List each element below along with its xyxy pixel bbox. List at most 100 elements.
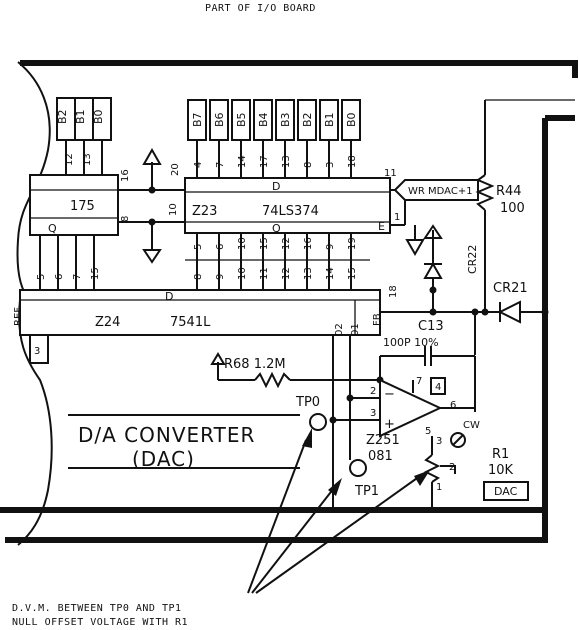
z23-bottom-pin: 19 (347, 237, 358, 250)
c13-label: C13 (418, 319, 444, 334)
opamp-ref: Z251 (366, 433, 400, 448)
chip-z24: D Z24 7541L FB REF 18 02 01 3 (13, 285, 399, 364)
z24-top-pin: 12 (281, 267, 292, 280)
z23-top-pin: 7 (215, 162, 226, 168)
z23-top-pin: 8 (303, 162, 314, 168)
z23-input-label: B0 (345, 112, 358, 127)
test-point-tp1[interactable]: TP1 (349, 459, 379, 499)
adjust-screw-icon (450, 432, 466, 448)
chip-175-label: 175 (70, 199, 95, 214)
cr22-label: CR22 (466, 245, 479, 274)
chip-175-in-0: B2 (56, 109, 69, 124)
z24-top-pin: 8 (193, 274, 204, 280)
z23-pin-20: 20 (170, 163, 181, 176)
opamp-minus: − (384, 387, 395, 402)
note-line-1: D.V.M. BETWEEN TP0 AND TP1 (12, 603, 182, 614)
z23-input-label: B5 (235, 112, 248, 127)
chip-175-pin-15: 15 (90, 267, 101, 280)
pot-pin-3: 3 (436, 436, 442, 447)
chip-175: 175 Q B2 B1 B0 12 13 5 6 7 15 16 8 (29, 97, 131, 290)
chip-175-in-1: B1 (74, 109, 87, 124)
z23-q-label: Q (272, 222, 281, 235)
opamp-pin-7: 7 (416, 376, 422, 387)
z23-input-label: B3 (279, 112, 292, 127)
resistor-r68: R68 1.2M (210, 352, 384, 389)
vcc-arrow-icon (142, 147, 162, 190)
pot-pin-1: 1 (436, 482, 442, 493)
z23-top-pin: 3 (325, 162, 336, 168)
ground-arrow-icon (405, 225, 425, 257)
converter-title: D/A CONVERTER (DAC) (68, 414, 300, 471)
r68-label: R68 1.2M (224, 357, 286, 372)
dac-tag: DAC (494, 485, 518, 498)
z24-out-02: 02 (334, 323, 345, 336)
pot-pin-2: 2 (449, 462, 455, 473)
opamp-pin-6: 6 (450, 400, 456, 411)
opamp-pin-5: 5 (425, 426, 431, 437)
chip-175-pin-16: 16 (120, 169, 131, 182)
title-line1: D/A CONVERTER (78, 423, 255, 447)
z24-top-pin: 11 (259, 267, 270, 280)
r1-value: 10K (488, 463, 514, 478)
z23-top-pin: 17 (259, 155, 270, 168)
z24-pin-18: 18 (388, 285, 399, 298)
wr-mdac-tag: WR MDAC+1 11 1 (384, 168, 479, 226)
note-line-2: NULL OFFSET VOLTAGE WITH R1 (12, 617, 188, 628)
z24-d-label: D (165, 290, 173, 303)
z24-pin-3: 3 (34, 346, 40, 357)
z23-input-label: B4 (257, 112, 270, 127)
z23-top-pin: 4 (193, 162, 204, 168)
chip-175-q: Q (48, 222, 57, 235)
z23-top-pin: 18 (347, 155, 358, 168)
ground-arrow-icon (142, 222, 162, 264)
z24-top-pin: 15 (347, 267, 358, 280)
test-point-tp0[interactable]: TP0 (295, 395, 327, 431)
z23-input-label: B1 (323, 112, 336, 127)
board-header: PART OF I/O BOARD (205, 3, 316, 14)
z24-fb-label: FB (372, 313, 383, 326)
opamp-pin-4: 4 (435, 382, 441, 393)
z23-input-label: B7 (191, 112, 204, 127)
z23-pin-1: 1 (394, 212, 400, 223)
z23-input-label: B2 (301, 112, 314, 127)
z24-ref-label: REF (13, 307, 24, 326)
resistor-r44: R44 100 (475, 100, 525, 290)
c13-value: 100P 10% (383, 336, 439, 349)
z24-out-01: 01 (350, 323, 361, 336)
r44-label: R44 (496, 184, 522, 199)
diode-cr21: CR21 (485, 281, 549, 324)
chip-175-pin-6: 6 (54, 274, 65, 280)
z23-e-label: E (378, 220, 385, 233)
z23-pin-11: 11 (384, 168, 397, 179)
chip-175-pin-8: 8 (120, 216, 131, 222)
z23-bottom-pin: 9 (325, 244, 336, 250)
z23-pin-10: 10 (168, 203, 179, 216)
z24-top-pin: 9 (215, 274, 226, 280)
r1-label: R1 (492, 447, 509, 462)
potentiometer-r1: 3 2 1 CW R1 10K DAC (423, 420, 529, 510)
z23-bottom-pin: 16 (303, 237, 314, 250)
wr-mdac-label: WR MDAC+1 (408, 186, 473, 197)
z23-ref: Z23 (192, 204, 217, 219)
z23-d-label: D (272, 180, 280, 193)
z23-bottom-pin: 12 (281, 237, 292, 250)
capacitor-c13: C13 100P 10% (379, 319, 476, 412)
chip-175-pin-5: 5 (36, 274, 47, 280)
z23-bottom-pin: 15 (259, 237, 270, 250)
z23-part: 74LS374 (262, 204, 319, 219)
diode-cr22: CR22 (423, 224, 479, 294)
z24-top-pin: 10 (237, 267, 248, 280)
chip-175-in-2: B0 (92, 109, 105, 124)
tp1-label: TP1 (354, 484, 379, 499)
z24-part: 7541L (170, 315, 211, 330)
z23-bottom-pin: 6 (215, 244, 226, 250)
opamp-pin-2: 2 (370, 386, 376, 397)
chip-175-pin-7: 7 (72, 274, 83, 280)
chip-175-pin-12: 12 (64, 153, 75, 166)
z24-ref: Z24 (95, 315, 120, 330)
callout-arrows (247, 428, 430, 594)
